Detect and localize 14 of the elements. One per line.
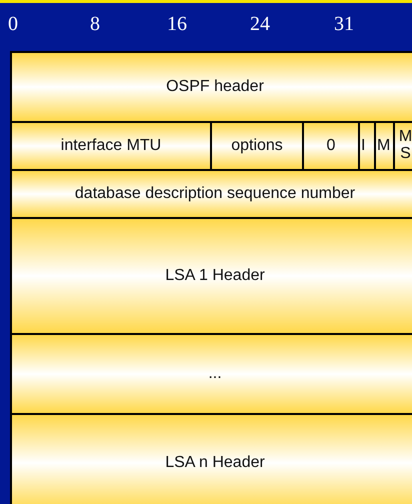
field: options: [210, 121, 304, 171]
flag-field: M S: [393, 121, 412, 171]
bit-position-label: 8: [90, 13, 100, 36]
header-field: LSA n Header: [10, 413, 412, 504]
bit-position-label: 31: [334, 13, 354, 36]
header-field: LSA 1 Header: [10, 217, 412, 335]
field: ...: [10, 333, 412, 415]
header-field: OSPF header: [10, 51, 412, 123]
bit-position-label: 24: [250, 13, 270, 36]
bit-position-label: 16: [167, 13, 187, 36]
field: 0: [302, 121, 360, 171]
bit-position-label: 0: [8, 13, 18, 36]
field: interface MTU: [10, 121, 212, 171]
field: database description sequence number: [10, 169, 412, 219]
